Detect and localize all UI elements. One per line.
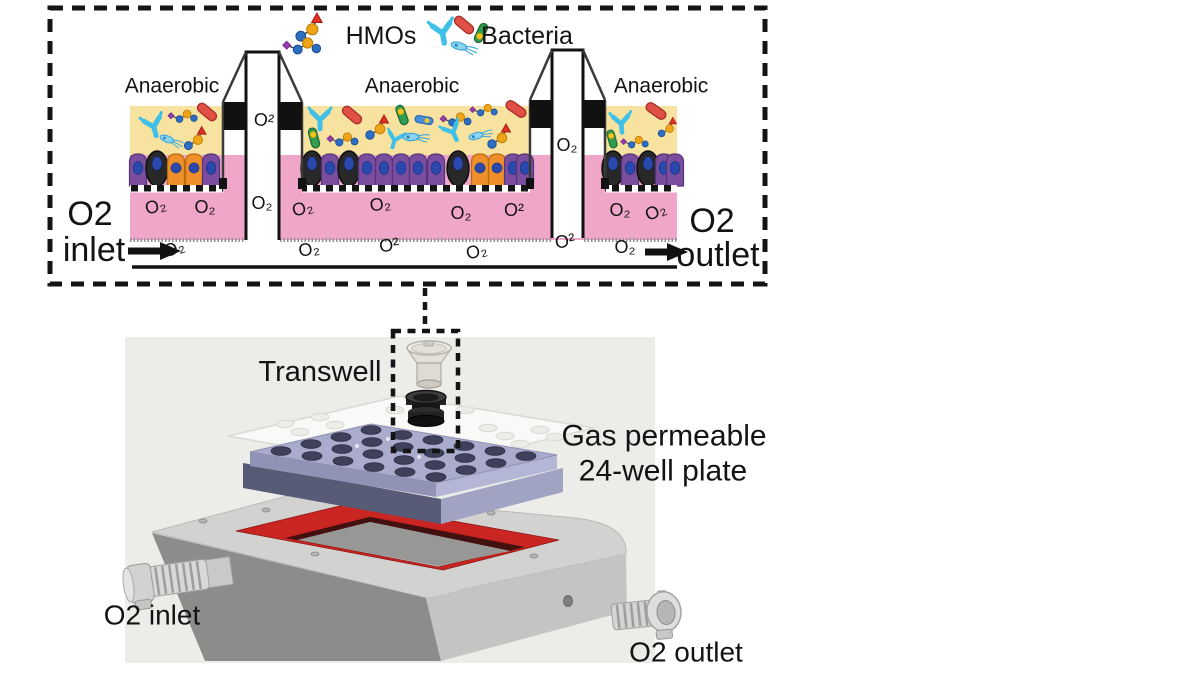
outlet-o2-label: O2 bbox=[689, 202, 734, 240]
plate-side-front-left bbox=[250, 452, 436, 497]
o2-label: O₂ bbox=[297, 237, 321, 260]
inlet-fitting bbox=[122, 556, 234, 611]
o2-outlet-label: O2 outlet bbox=[629, 637, 743, 668]
epithelial-cell bbox=[620, 153, 640, 187]
transwell-membrane bbox=[605, 185, 677, 193]
epithelial-cell bbox=[184, 153, 204, 187]
plate-top-face bbox=[249, 423, 558, 484]
epithelial-cell bbox=[201, 153, 221, 187]
side-port-hole bbox=[563, 595, 573, 607]
assembly-panel: Transwell Gas permeable 24-well plate O2… bbox=[104, 328, 767, 668]
epithelial-cell bbox=[166, 153, 186, 187]
outlet-arrow-icon bbox=[645, 243, 688, 261]
o2-label: O₂ bbox=[615, 237, 636, 257]
epithelial-cell bbox=[426, 153, 446, 187]
o2-label: O₂ bbox=[195, 197, 216, 217]
opening-inner-shadow bbox=[286, 517, 524, 551]
inlet-o2-label: O2 bbox=[67, 195, 112, 233]
epithelial-cell bbox=[408, 153, 428, 187]
opening-floor bbox=[298, 522, 510, 566]
epithelial-cell bbox=[374, 153, 394, 187]
outlet-fitting bbox=[610, 589, 682, 640]
inlet-word-label: inlet bbox=[63, 231, 126, 269]
o2-label: O₂ bbox=[368, 193, 392, 216]
wall-feet bbox=[219, 178, 609, 189]
o2-inlet-label: O2 inlet bbox=[104, 600, 201, 631]
goblet-cell bbox=[145, 150, 169, 187]
epithelial-cell bbox=[357, 153, 377, 187]
plate-side-front-right bbox=[436, 455, 557, 497]
o2-label: O² bbox=[378, 234, 401, 257]
o2-label: O² bbox=[504, 200, 524, 220]
o2-inlet-annotation: O2 inlet bbox=[63, 195, 181, 269]
transwell-membrane bbox=[302, 185, 530, 193]
o2-label: O² bbox=[553, 230, 576, 253]
epithelial-cell bbox=[320, 153, 340, 187]
chamber-base bbox=[122, 491, 682, 661]
well-middle-cells bbox=[300, 150, 535, 187]
plate-label-line2: 24-well plate bbox=[579, 455, 747, 488]
o2-label: O₂ bbox=[557, 135, 578, 155]
well-left-cells bbox=[128, 150, 221, 187]
legend-hmos-label: HMOs bbox=[346, 22, 417, 50]
transwell-label: Transwell bbox=[258, 356, 381, 388]
epithelial-cell bbox=[487, 153, 507, 187]
plate-lip-front-right bbox=[441, 468, 563, 524]
legend: HMOs Bacteria bbox=[282, 12, 573, 57]
well-plate bbox=[243, 423, 563, 524]
o2-label: O₂ bbox=[451, 203, 472, 223]
gas-column-right bbox=[528, 48, 607, 238]
gas-column-left bbox=[221, 50, 304, 240]
grommet bbox=[405, 389, 447, 427]
o2-outlet-annotation: O2 outlet bbox=[645, 202, 760, 274]
well-right-cells bbox=[601, 150, 685, 187]
base-front-right-face bbox=[426, 554, 627, 661]
o2-label: O₂ bbox=[610, 200, 631, 220]
plate-label-line1: Gas permeable bbox=[561, 420, 766, 453]
inlet-arrow-icon bbox=[128, 242, 181, 260]
goblet-cell bbox=[337, 150, 361, 187]
epithelial-cell bbox=[128, 153, 148, 187]
transwell-membrane bbox=[130, 185, 223, 193]
legend-bacteria-label: Bacteria bbox=[481, 22, 573, 50]
epithelial-cell bbox=[470, 153, 490, 187]
anaerobic-label: Anaerobic bbox=[365, 75, 460, 98]
epithelial-cell bbox=[391, 153, 411, 187]
plate-pin-holes bbox=[355, 437, 421, 459]
transwell-dashed-box bbox=[390, 328, 461, 454]
epithelial-cell bbox=[665, 153, 685, 187]
anaerobic-label: Anaerobic bbox=[125, 75, 220, 98]
o2-label: O₂ bbox=[252, 193, 273, 213]
inset-panel: HMOs Bacteria bbox=[47, 5, 768, 287]
o2-label: O² bbox=[253, 109, 276, 132]
outlet-word-label: outlet bbox=[676, 236, 760, 274]
anaerobic-label: Anaerobic bbox=[614, 75, 709, 98]
transwell-insert bbox=[405, 340, 453, 389]
plate-lip-front-left bbox=[243, 463, 441, 524]
goblet-cell bbox=[446, 150, 470, 187]
plate-wells bbox=[270, 425, 537, 482]
